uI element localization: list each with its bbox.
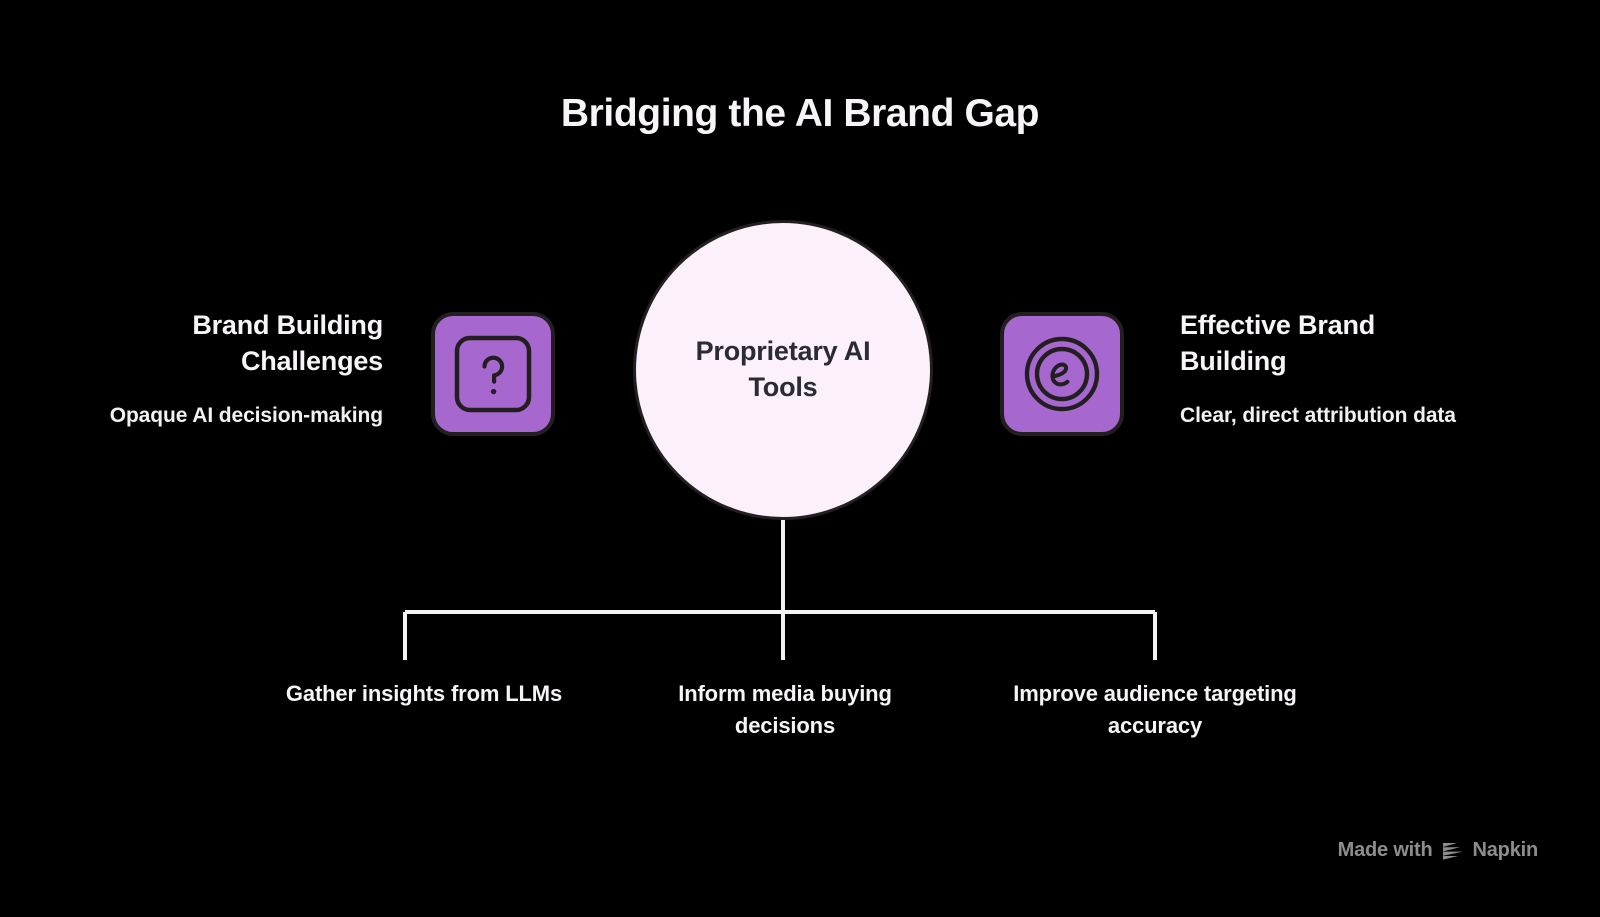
- page-title: Bridging the AI Brand Gap: [560, 92, 1040, 135]
- side-left-title: Brand Building Challenges: [192, 310, 383, 376]
- side-left-description: Opaque AI decision-making: [109, 404, 383, 428]
- side-right-title: Effective Brand Building: [1180, 310, 1376, 376]
- euro-circle-icon: [1024, 336, 1100, 412]
- question-mark-icon: [454, 335, 532, 413]
- outcome-label: Inform media buying decisions: [678, 681, 892, 738]
- center-node-label: Proprietary AI Tools: [695, 336, 871, 402]
- watermark-prefix: Made with: [1337, 839, 1433, 861]
- outcome-label: Improve audience targeting accuracy: [1013, 681, 1297, 738]
- napkin-watermark[interactable]: Made with Napkin: [1337, 839, 1539, 862]
- outcome-label: Gather insights from LLMs: [285, 681, 563, 706]
- euro-circle-icon-tile[interactable]: [1000, 312, 1124, 436]
- watermark-brand: Napkin: [1472, 839, 1539, 861]
- side-block-left: Brand Building Challenges Opaque AI deci…: [100, 308, 383, 431]
- napkin-logo-icon: [1442, 842, 1463, 860]
- center-node[interactable]: Proprietary AI Tools: [633, 220, 933, 520]
- side-right-description: Clear, direct attribution data: [1180, 404, 1456, 428]
- question-mark-icon-tile[interactable]: [431, 312, 555, 436]
- side-block-right: Effective Brand Building Clear, direct a…: [1180, 308, 1470, 431]
